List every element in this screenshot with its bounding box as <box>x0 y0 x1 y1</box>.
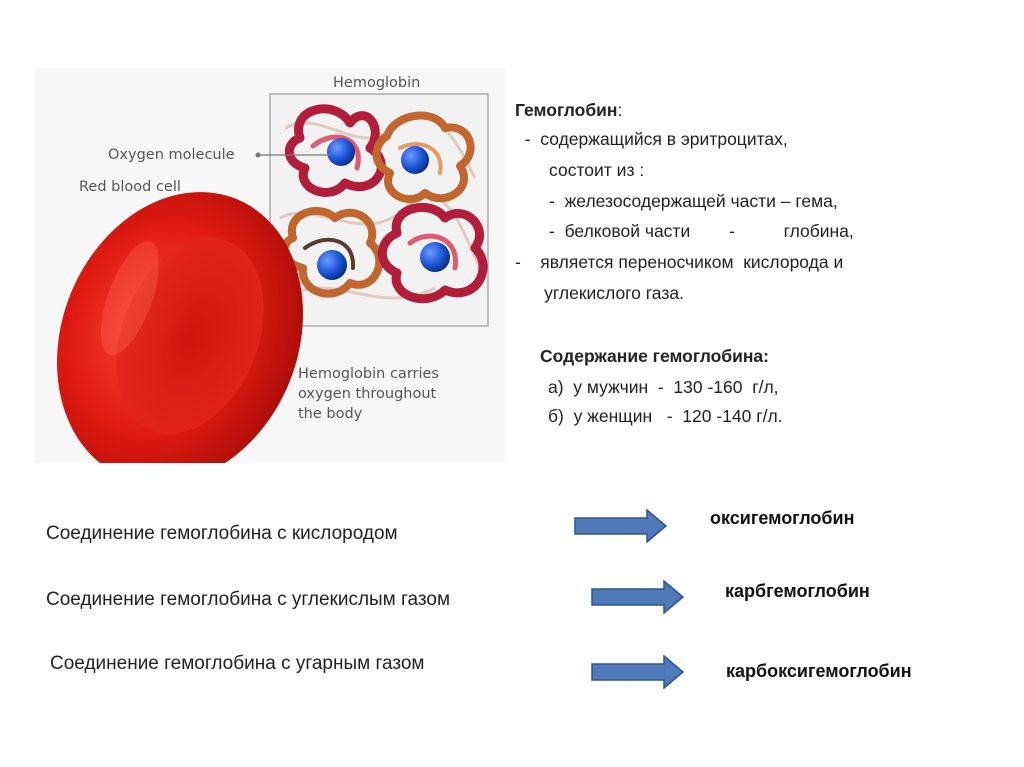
subunit-top-right <box>372 111 475 203</box>
content-title: Содержание гемоглобина: <box>540 346 769 366</box>
hemoglobin-label: Hemoglobin <box>333 75 421 91</box>
oxygen-molecule <box>420 242 450 272</box>
compound-text-co2: Соединение гемоглобина с углекислым газо… <box>46 589 451 610</box>
result-oxyhemoglobin: оксигемоглобин <box>710 508 855 528</box>
compound-text-oxygen: Соединение гемоглобина с кислородом <box>46 523 398 544</box>
description-line-2: состоит из : <box>515 160 645 180</box>
oxygen-molecule <box>317 250 347 280</box>
red-blood-cell <box>57 192 303 463</box>
description-title-suffix: : <box>617 100 623 120</box>
description-title-line: Гемоглобин: <box>515 95 622 126</box>
carries-label-line-3: the body <box>298 406 363 422</box>
oxygen-molecule <box>401 146 429 174</box>
description-title: Гемоглобин <box>515 100 618 120</box>
description-line-1: - содержащийся в эритроцитах, <box>515 129 788 149</box>
carries-label-line-2: oxygen throughout <box>298 386 437 402</box>
description-line-3: - железосодержащей части – гема, <box>515 191 838 211</box>
arrow-right-icon <box>591 655 685 689</box>
arrow-right-icon <box>574 509 668 543</box>
description-line-4: - белковой части - глобина, <box>515 221 854 241</box>
red-blood-cell-label: Red blood cell <box>79 179 181 195</box>
result-carboxyhemoglobin: карбоксигемоглобин <box>726 661 912 681</box>
description-line-5: - является переносчиком кислорода и <box>515 252 844 272</box>
description-line-6: углекислого газа. <box>515 283 684 303</box>
oxygen-molecule <box>327 138 355 166</box>
hemoglobin-diagram <box>57 93 489 463</box>
compound-text-co: Соединение гемоглобина с угарным газом <box>50 653 425 674</box>
hemoglobin-illustration: Hemoglobin Oxygen molecule Red blood cel… <box>35 68 505 463</box>
subunit-bottom-left <box>280 206 384 298</box>
arrow-right-icon <box>591 580 685 614</box>
result-carbhemoglobin: карбгемоглобин <box>725 581 870 601</box>
carries-label-line-1: Hemoglobin carries <box>298 366 439 382</box>
content-men: а) у мужчин - 130 -160 г/л, <box>548 377 779 397</box>
content-women: б) у женщин - 120 -140 г/л. <box>548 406 783 426</box>
oxygen-molecule-label: Oxygen molecule <box>108 147 235 163</box>
subunit-bottom-right <box>377 202 488 304</box>
